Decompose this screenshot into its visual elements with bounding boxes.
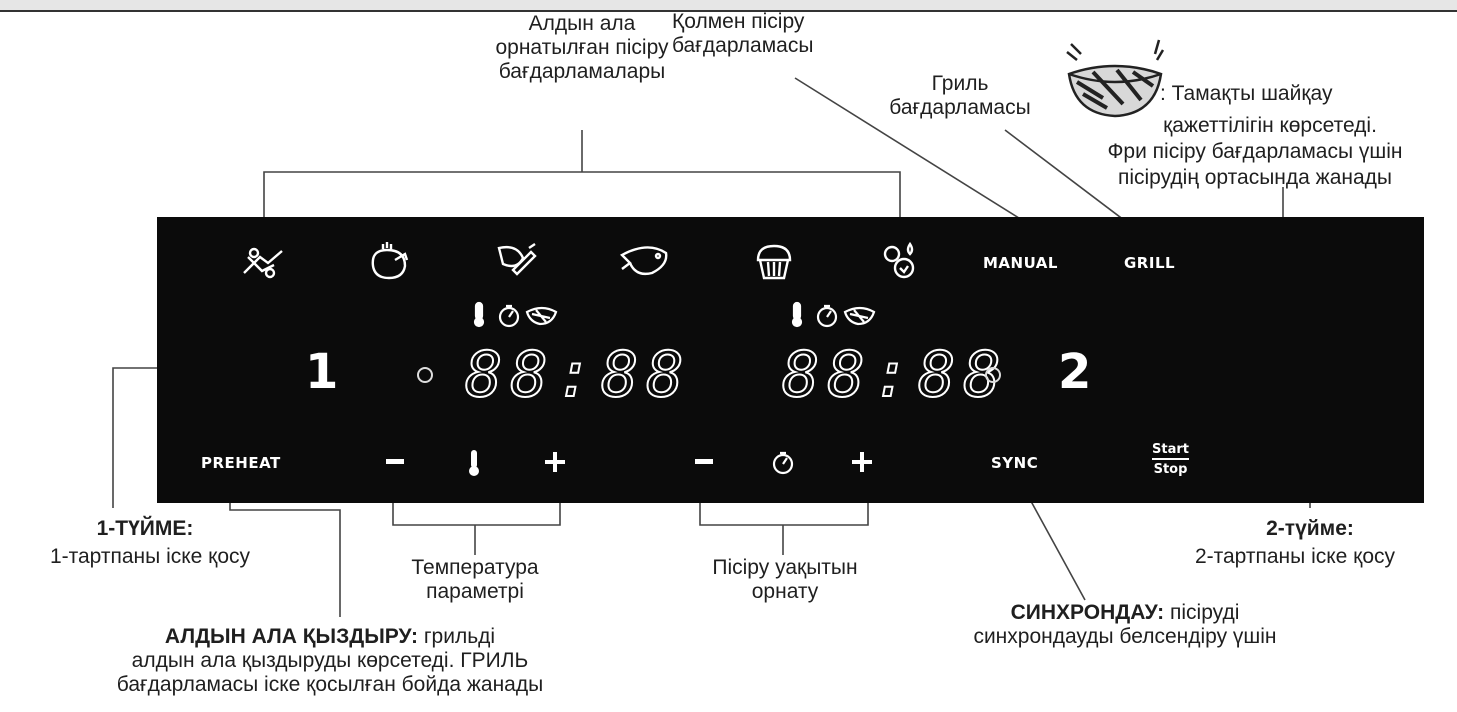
button2-desc: 2-тартпаны іске қосу [1194,545,1396,568]
drawer2-button[interactable]: 2 [1058,344,1092,400]
preheat-label: АЛДЫН АЛА ҚЫЗДЫРУ: грильді алдын ала қыз… [116,625,544,696]
temperature-setting-label: Температура параметрі [411,556,539,603]
cooking-time-label: Пісіру уақытын орнату [712,556,858,603]
button2-title: 2-түйме: [1266,517,1354,540]
stop-label: Stop [1153,462,1188,477]
control-panel [157,217,1424,503]
start-stop-button[interactable]: Start Stop [1152,442,1189,477]
preheat-button[interactable]: PREHEAT [201,454,281,472]
temp-minus-button[interactable] [386,459,404,464]
start-label: Start [1152,442,1189,460]
shake-label-line2: қажеттілігін көрсетеді. [1163,114,1377,137]
timer-icon [772,451,794,475]
shake-basket-illustration [1066,39,1165,118]
temp-plus-button[interactable] [545,452,565,472]
sync-label: СИНХРОНДАУ: пісіруді синхрондауды белсен… [973,601,1277,648]
chicken-wings-icon[interactable] [238,243,288,283]
drawer1-display: 88:88 [464,338,692,411]
manual-program-label: Қолмен пісіру бағдарламасы [672,10,814,57]
preset-programs-label: Алдын ала орнатылған пісіру бағдарламала… [495,12,669,83]
button1-title: 1-ТҮЙМЕ: [96,517,194,540]
drawer2-indicator-dot [985,367,1001,383]
roast-chicken-icon[interactable] [365,240,411,284]
button1-desc: 1-тартпаны іске қосу [49,545,251,568]
shake-label-line4: пісірудің ортасында жанады [1117,166,1393,189]
indicators-drawer2 [791,301,876,328]
vegetables-icon[interactable] [493,240,539,284]
muffin-icon[interactable] [752,240,796,284]
dehydrate-icon[interactable] [878,240,922,284]
grill-button[interactable]: GRILL [1124,254,1176,272]
top-border [0,0,1457,12]
manual-button[interactable]: MANUAL [983,254,1058,272]
drawer2-display: 88:88 [781,338,1009,411]
sync-button[interactable]: SYNC [991,454,1039,472]
time-minus-button[interactable] [695,459,713,464]
drawer1-indicator-dot [417,367,433,383]
indicators-drawer1 [473,301,558,328]
fish-icon[interactable] [618,243,672,281]
shake-label-line3: Фри пісіру бағдарламасы үшін [1107,140,1403,163]
time-plus-button[interactable] [852,452,872,472]
shake-label-line1: : Тамақты шайқау [1160,82,1333,105]
drawer1-button[interactable]: 1 [305,344,339,400]
grill-program-label: Гриль бағдарламасы [889,72,1031,119]
thermometer-icon [469,450,479,476]
